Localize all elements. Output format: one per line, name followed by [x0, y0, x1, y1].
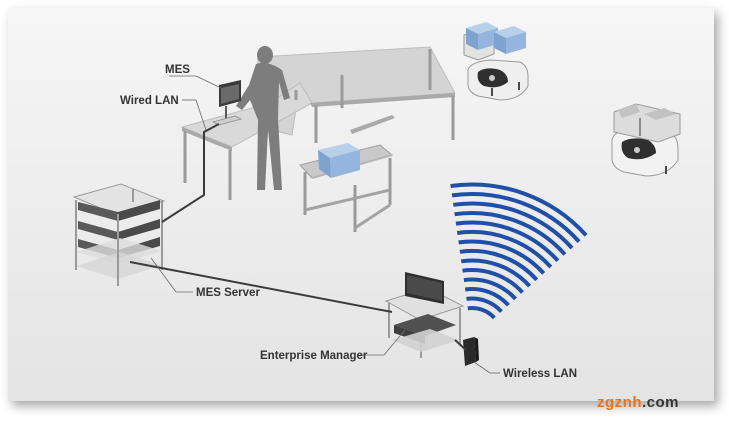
wireless-signal-waves [450, 182, 588, 320]
signal-arc [456, 229, 553, 269]
signal-arc [467, 306, 496, 320]
signal-arc [462, 268, 524, 294]
callout-lines [150, 75, 500, 374]
enterprise-manager-desk [384, 272, 465, 358]
label-mes-server: MES Server [196, 287, 260, 299]
label-enterprise-manager: Enterprise Manager [260, 350, 368, 362]
signal-arc [460, 258, 532, 288]
blue-bin [318, 143, 360, 178]
signal-arc [450, 182, 588, 237]
signal-arc [464, 287, 510, 307]
manager-to-ap-cable [454, 339, 467, 351]
signal-arc [455, 220, 560, 263]
watermark-suffix: .com [642, 394, 680, 411]
signal-arc [459, 249, 539, 282]
agv-robot-right [611, 103, 681, 177]
watermark-main: zgznh [597, 394, 642, 411]
label-wireless-lan: Wireless LAN [503, 368, 577, 380]
workbench [180, 46, 456, 200]
agv-robot-top [463, 22, 529, 101]
mes-server-rack [72, 183, 166, 286]
signal-arc [454, 210, 567, 256]
signal-arc [453, 201, 574, 250]
label-mes: MES [165, 64, 190, 76]
signal-arc [463, 277, 517, 301]
signal-arc [458, 239, 546, 275]
wireless-access-point [463, 337, 479, 366]
signal-arc [451, 192, 581, 243]
network-cables [129, 123, 467, 351]
mes-monitor [211, 80, 243, 126]
wired-lan-cable [161, 123, 220, 223]
watermark: zgznh.com [597, 394, 679, 411]
signal-arc [466, 296, 503, 313]
server-to-manager-cable [129, 261, 393, 313]
operator-silhouette [236, 46, 290, 190]
label-wired-lan: Wired LAN [120, 95, 179, 107]
